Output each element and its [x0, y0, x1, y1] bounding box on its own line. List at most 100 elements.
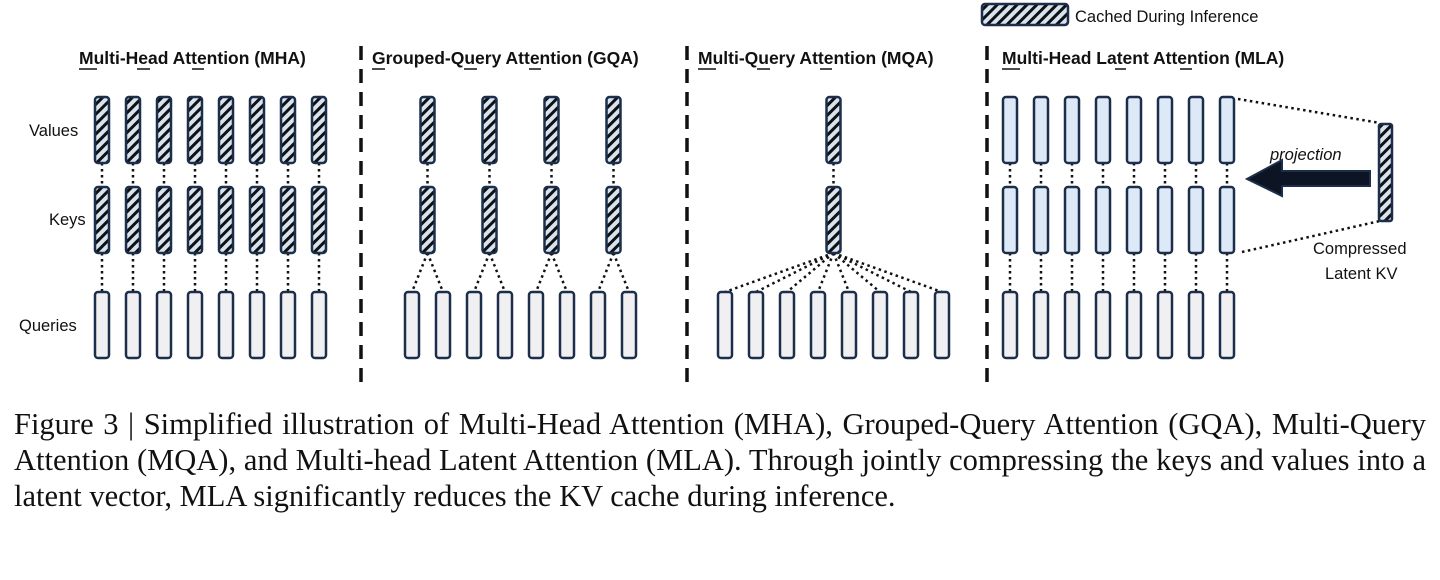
dotted-connector — [426, 252, 445, 293]
gqa-query-head — [496, 290, 514, 360]
panel-title-mha: Multi-Head Attention (MHA) — [79, 48, 306, 70]
dotted-connector — [832, 251, 912, 294]
mha-query-head — [279, 290, 297, 360]
row-label-queries: Queries — [19, 317, 77, 335]
mla-key-head — [1001, 185, 1019, 255]
legend: Cached During Inference — [980, 2, 1258, 27]
mqa-value-head — [825, 95, 842, 165]
mha-value-head — [217, 95, 235, 165]
legend-swatch-hatched — [980, 2, 1070, 27]
gqa-key-head — [481, 185, 498, 255]
mha-query-head — [310, 290, 328, 360]
mha-value-head — [310, 95, 328, 165]
dotted-connector — [534, 252, 553, 293]
mqa-key-head — [825, 185, 842, 255]
mha-key-head — [279, 185, 297, 255]
mha-value-head — [279, 95, 297, 165]
mla-key-head — [1218, 185, 1236, 255]
gqa-key-head — [419, 185, 436, 255]
mla-value-head — [1001, 95, 1019, 165]
dotted-connector — [612, 252, 631, 293]
gqa-key-head — [605, 185, 622, 255]
mha-query-head — [248, 290, 266, 360]
dotted-connector — [786, 252, 835, 293]
attention-diagram: Cached During Inference Values Keys Quer… — [19, 2, 1407, 384]
row-label-keys: Keys — [49, 211, 86, 229]
gqa-query-head — [620, 290, 638, 360]
latent-connector-top — [1237, 97, 1381, 125]
latent-label-line2: Latent KV — [1325, 265, 1397, 283]
mha-key-head — [93, 185, 111, 255]
mha-query-head — [186, 290, 204, 360]
mha-value-head — [155, 95, 173, 165]
gqa-value-head — [543, 95, 560, 165]
mla-value-head — [1063, 95, 1081, 165]
mha-query-head — [93, 290, 111, 360]
mla-key-head — [1094, 185, 1112, 255]
mla-value-head — [1156, 95, 1174, 165]
compressed-latent-kv — [1377, 122, 1394, 223]
dotted-connector — [832, 252, 881, 293]
projection-label: projection — [1269, 146, 1342, 164]
mla-query-head — [1001, 290, 1019, 360]
mha-key-head — [155, 185, 173, 255]
mla-query-head — [1125, 290, 1143, 360]
gqa-query-head — [558, 290, 576, 360]
mqa-query-head — [778, 290, 796, 360]
mla-query-head — [1063, 290, 1081, 360]
svg-text:Multi-Query Attention (MQA): Multi-Query Attention (MQA) — [698, 48, 934, 68]
mla-value-head — [1032, 95, 1050, 165]
figure-caption: Figure 3 | Simplified illustration of Mu… — [14, 407, 1426, 513]
dotted-connector — [596, 252, 615, 293]
mqa-query-head — [933, 290, 951, 360]
mha-key-head — [217, 185, 235, 255]
mha-value-head — [93, 95, 111, 165]
mla-value-head — [1187, 95, 1205, 165]
dotted-connector — [550, 252, 569, 293]
mqa-query-head — [809, 290, 827, 360]
svg-text:Multi-Head Latent Attention (M: Multi-Head Latent Attention (MLA) — [1002, 48, 1284, 68]
dotted-connector — [832, 252, 851, 293]
mla-value-head — [1218, 95, 1236, 165]
mla-query-head — [1156, 290, 1174, 360]
dotted-connector — [833, 251, 943, 294]
gqa-value-head — [605, 95, 622, 165]
gqa-query-head — [403, 290, 421, 360]
mha-query-head — [155, 290, 173, 360]
legend-label: Cached During Inference — [1075, 8, 1258, 26]
mla-key-head — [1187, 185, 1205, 255]
mqa-query-head — [840, 290, 858, 360]
gqa-key-head — [543, 185, 560, 255]
heads-layer — [93, 95, 1236, 360]
mla-key-head — [1156, 185, 1174, 255]
dotted-connector — [755, 251, 835, 294]
mha-value-head — [186, 95, 204, 165]
gqa-value-head — [481, 95, 498, 165]
mla-query-head — [1094, 290, 1112, 360]
panel-title-mla: Multi-Head Latent Attention (MLA) — [1002, 48, 1284, 70]
gqa-value-head — [419, 95, 436, 165]
mha-key-head — [248, 185, 266, 255]
mha-query-head — [217, 290, 235, 360]
row-label-values: Values — [29, 122, 78, 140]
panel-title-gqa: Grouped-Query Attention (GQA) — [372, 48, 639, 70]
mla-query-head — [1187, 290, 1205, 360]
projection-arrow-icon — [1244, 158, 1371, 198]
mqa-query-head — [902, 290, 920, 360]
mha-value-head — [248, 95, 266, 165]
mla-value-head — [1094, 95, 1112, 165]
gqa-query-head — [589, 290, 607, 360]
gqa-query-head — [527, 290, 545, 360]
mha-key-head — [310, 185, 328, 255]
mha-key-head — [124, 185, 142, 255]
gqa-query-head — [434, 290, 452, 360]
mla-query-head — [1218, 290, 1236, 360]
dotted-connector — [488, 252, 507, 293]
mqa-query-head — [747, 290, 765, 360]
mla-value-head — [1125, 95, 1143, 165]
svg-text:Multi-Head Attention (MHA): Multi-Head Attention (MHA) — [79, 48, 306, 68]
svg-text:Grouped-Query Attention (GQA): Grouped-Query Attention (GQA) — [372, 48, 639, 68]
latent-label-line1: Compressed — [1313, 240, 1407, 258]
mla-query-head — [1032, 290, 1050, 360]
mla-key-head — [1032, 185, 1050, 255]
